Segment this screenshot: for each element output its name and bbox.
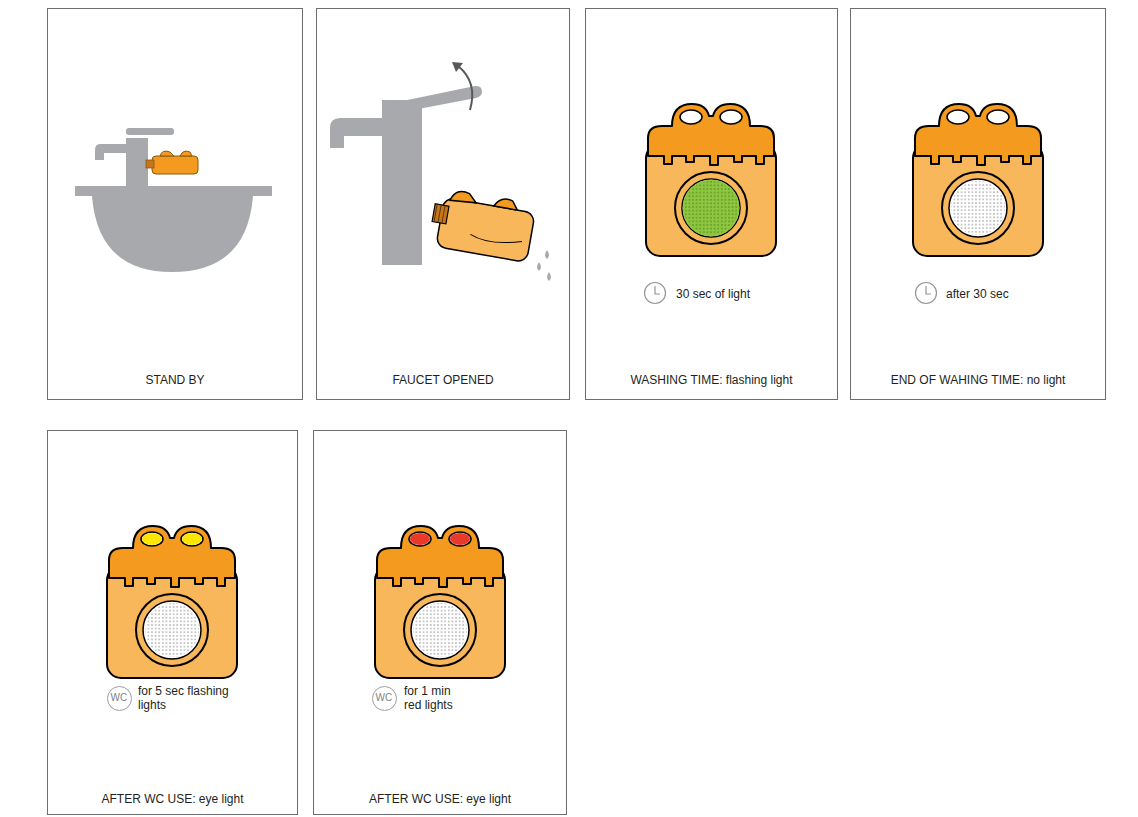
water-drop bbox=[545, 250, 549, 259]
step-caption: STAND BY bbox=[50, 373, 300, 387]
device-side bbox=[428, 187, 537, 262]
arrow-head bbox=[452, 62, 463, 72]
step-panel: for 5 sec flashing lightsAFTER WC USE: e… bbox=[47, 430, 298, 815]
step-panel: STAND BY bbox=[47, 8, 303, 400]
step-caption: AFTER WC USE: eye light bbox=[316, 792, 564, 806]
faucet-spout bbox=[330, 118, 382, 148]
step-panel: 30 sec of lightWASHING TIME: flashing li… bbox=[585, 8, 838, 400]
small-device bbox=[146, 151, 198, 174]
faucet-body bbox=[382, 100, 422, 265]
step-caption: FAUCET OPENED bbox=[319, 373, 567, 387]
green-light bbox=[683, 180, 740, 237]
wc-label: WC bbox=[110, 693, 127, 703]
timing-note: after 30 sec bbox=[946, 287, 1009, 301]
device-front bbox=[107, 526, 237, 678]
counter bbox=[75, 186, 272, 196]
timing-note: 30 sec of light bbox=[676, 287, 750, 301]
device-front bbox=[375, 526, 505, 678]
faucet-illustration bbox=[330, 62, 551, 281]
timing-note: for 1 min red lights bbox=[404, 684, 470, 712]
yellow-eye bbox=[142, 533, 162, 545]
basin bbox=[92, 196, 253, 272]
red-eye bbox=[450, 533, 470, 545]
faucet-body bbox=[126, 138, 148, 186]
faucet-spout bbox=[95, 144, 126, 160]
step-caption: WASHING TIME: flashing light bbox=[588, 373, 835, 387]
water-drop bbox=[547, 272, 551, 281]
clock-icon bbox=[916, 283, 937, 304]
wc-label: WC bbox=[375, 693, 392, 703]
motion-arrow bbox=[458, 66, 472, 110]
wc-icon: WC bbox=[107, 686, 132, 711]
clock-icon bbox=[645, 283, 666, 304]
faucet-handle bbox=[126, 128, 174, 135]
step-panel: after 30 secEND OF WAHING TIME: no light bbox=[850, 8, 1106, 400]
device-front bbox=[913, 104, 1043, 256]
yellow-eye bbox=[182, 533, 202, 545]
water-drop bbox=[537, 262, 541, 271]
step-panel: FAUCET OPENED bbox=[316, 8, 570, 400]
step-caption: END OF WAHING TIME: no light bbox=[853, 373, 1103, 387]
faucet-handle bbox=[388, 86, 482, 114]
step-panel: for 1 min red lightsAFTER WC USE: eye li… bbox=[313, 430, 567, 815]
step-caption: AFTER WC USE: eye light bbox=[50, 792, 295, 806]
wc-icon: WC bbox=[372, 686, 397, 711]
device-front bbox=[646, 104, 776, 256]
red-eye bbox=[410, 533, 430, 545]
sink-illustration bbox=[75, 128, 272, 272]
timing-note: for 5 sec flashing lights bbox=[138, 684, 230, 712]
green-light-dots bbox=[684, 181, 738, 235]
